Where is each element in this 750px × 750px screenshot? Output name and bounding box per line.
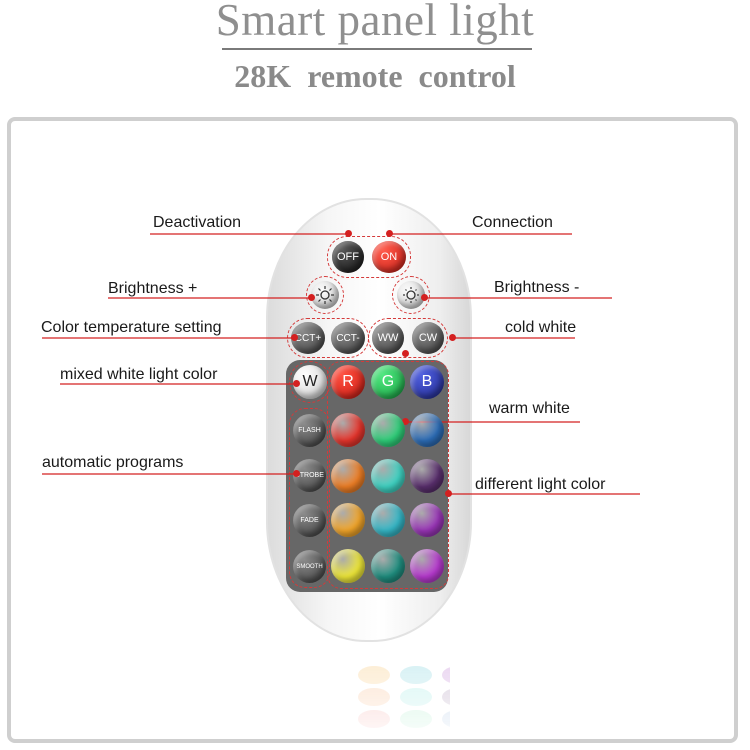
pointer-dot xyxy=(345,230,352,237)
reflection-mark xyxy=(400,666,432,684)
colors-highlight xyxy=(327,361,449,589)
label-brightness-plus: Brightness + xyxy=(108,280,198,297)
color-button[interactable] xyxy=(371,459,405,493)
title-underline xyxy=(222,48,532,50)
color-button[interactable] xyxy=(410,503,444,537)
color-button[interactable] xyxy=(371,549,405,583)
pointer-dot xyxy=(449,334,456,341)
ww-cw-highlight xyxy=(368,318,448,358)
label-deactivation: Deactivation xyxy=(153,214,242,231)
w-highlight xyxy=(289,361,331,403)
color-button[interactable] xyxy=(410,413,444,447)
label-connection: Connection xyxy=(472,214,553,231)
pointer-dot xyxy=(386,230,393,237)
color-button[interactable] xyxy=(331,549,365,583)
label-color-temperature: Color temperature setting xyxy=(41,319,222,336)
pointer-dot xyxy=(402,418,409,425)
power-highlight xyxy=(327,236,411,278)
color-button[interactable] xyxy=(331,413,365,447)
remote-reflection xyxy=(300,650,474,750)
reflection-mark xyxy=(400,710,432,728)
color-button[interactable] xyxy=(331,503,365,537)
reflection-mark xyxy=(358,710,390,728)
pointer-dot xyxy=(291,334,298,341)
color-button[interactable] xyxy=(410,549,444,583)
color-button[interactable] xyxy=(371,413,405,447)
brightness-up-highlight xyxy=(306,276,344,314)
page-title: Smart panel light xyxy=(215,0,535,45)
label-brightness-minus: Brightness - xyxy=(494,279,580,296)
label-mixed-white: mixed white light color xyxy=(60,366,218,383)
color-button[interactable] xyxy=(331,459,365,493)
pointer-dot xyxy=(308,294,315,301)
pointer-dot xyxy=(445,490,452,497)
pointer-dot xyxy=(293,470,300,477)
label-different-color: different light color xyxy=(475,476,606,493)
pointer-dot xyxy=(293,380,300,387)
reflection-mark xyxy=(358,688,390,706)
color-button[interactable] xyxy=(371,503,405,537)
color-button[interactable] xyxy=(410,459,444,493)
label-automatic-programs: automatic programs xyxy=(42,454,184,471)
programs-highlight xyxy=(289,408,330,588)
label-warm-white: warm white xyxy=(489,400,570,417)
pointer-dot xyxy=(402,350,409,357)
reflection-mark xyxy=(400,688,432,706)
reflection-mark xyxy=(358,666,390,684)
brightness-down-highlight xyxy=(392,276,430,314)
pointer-dot xyxy=(421,294,428,301)
page-subtitle: 28K remote control xyxy=(234,58,516,94)
label-cold-white: cold white xyxy=(505,319,577,336)
